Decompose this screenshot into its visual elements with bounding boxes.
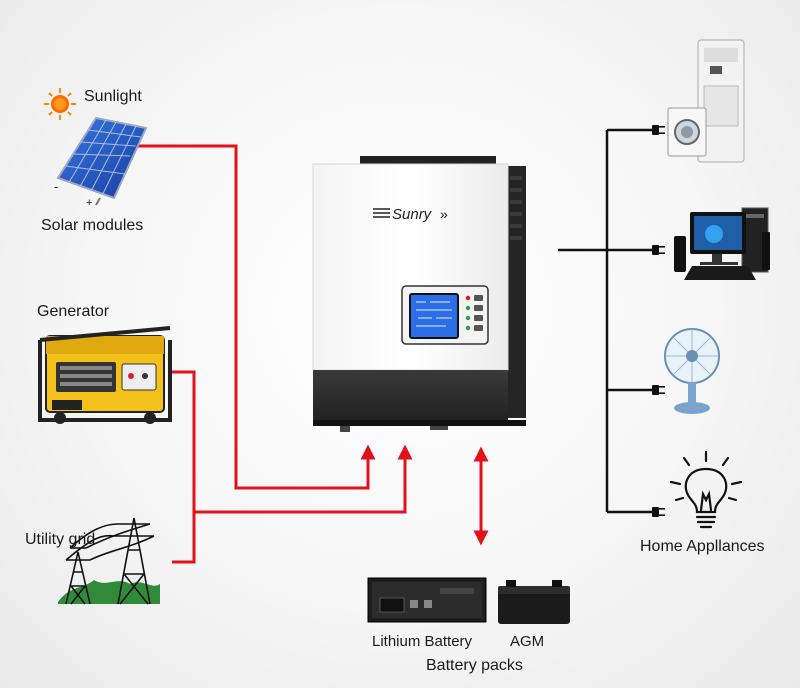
- load-lines: [558, 128, 652, 514]
- plug-icons: [652, 125, 665, 517]
- solar-modules-label: Solar modules: [41, 217, 144, 234]
- plug-icon: [652, 245, 665, 255]
- hybrid-inverter: Sunry »: [312, 156, 526, 432]
- sun-icon: [44, 88, 76, 120]
- fan-icon: [664, 328, 720, 414]
- utility-grid-label: Utility grid: [25, 531, 96, 548]
- plug-icon: [652, 125, 665, 135]
- generator-line: [172, 370, 196, 564]
- solar-line: [138, 144, 376, 490]
- panel-buttons: [465, 295, 483, 331]
- air-conditioner-icon: [697, 39, 745, 163]
- ac-input-line: [194, 444, 413, 514]
- lithium-battery-label: Lithium Battery: [372, 633, 473, 650]
- utility-grid-icon: [58, 517, 160, 605]
- home-appliances-label: Home Appllances: [640, 538, 765, 555]
- plug-icon: [652, 507, 665, 517]
- generator-label: Generator: [37, 303, 110, 320]
- plug-icon: [652, 385, 665, 395]
- battery-packs-label: Battery packs: [426, 657, 523, 674]
- solar-negative-sign: -: [54, 179, 59, 194]
- brand-name: Sunry: [392, 206, 433, 223]
- generator-icon: [38, 326, 172, 424]
- agm-label: AGM: [510, 633, 545, 650]
- solar-panel-icon: [56, 116, 148, 206]
- lcd-screen-icon: [409, 293, 459, 339]
- washing-machine-icon: [667, 107, 707, 157]
- solar-positive-sign: +: [86, 197, 93, 209]
- brand-logo: Sunry »: [373, 206, 448, 223]
- desktop-computer-icon: [674, 207, 770, 280]
- brand-chevron-icon: »: [440, 206, 448, 222]
- sunlight-label: Sunlight: [84, 88, 142, 105]
- light-bulb-icon: [669, 450, 743, 529]
- lithium-battery-icon: [367, 577, 487, 623]
- power-lines: [138, 144, 489, 564]
- agm-battery-icon: [498, 580, 570, 624]
